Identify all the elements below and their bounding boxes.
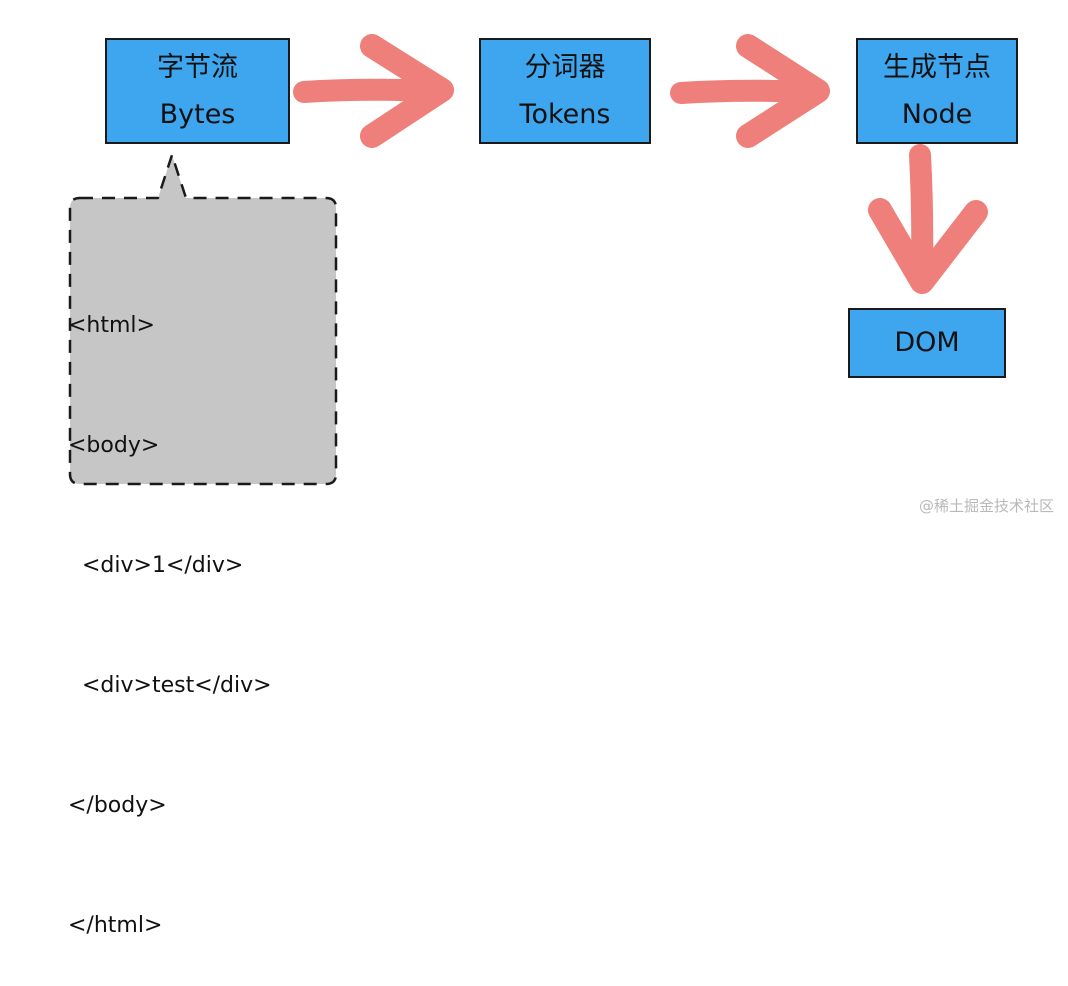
arrow-node-to-dom: [868, 144, 988, 294]
bytes-label-zh: 字节流: [157, 51, 238, 83]
tokens-label-zh: 分词器: [524, 51, 606, 83]
code-callout-text: <html> <body> <div>1</div> <div>test</di…: [68, 226, 272, 986]
code-line: <body>: [68, 433, 160, 458]
bytes-box: 字节流 Bytes: [105, 38, 290, 144]
code-line: <div>test</div>: [68, 673, 272, 698]
diagram-graphics: [68, 34, 988, 486]
code-line: </body>: [68, 793, 167, 818]
node-box: 生成节点 Node: [856, 38, 1018, 144]
code-callout-bubble: [68, 153, 338, 486]
node-label-en: Node: [901, 99, 973, 130]
code-line: </html>: [68, 913, 163, 938]
code-line: <html>: [68, 313, 155, 338]
node-label-zh: 生成节点: [883, 51, 991, 83]
arrow-tokens-to-node: [670, 34, 830, 148]
bytes-label-en: Bytes: [159, 99, 236, 130]
code-line: <div>1</div>: [68, 553, 244, 578]
arrow-bytes-to-tokens: [293, 34, 454, 148]
dom-box: DOM: [848, 308, 1006, 378]
tokens-box: 分词器 Tokens: [479, 38, 651, 144]
tokens-label-en: Tokens: [519, 99, 611, 130]
dom-label: DOM: [894, 327, 960, 359]
watermark: @稀土掘金技术社区: [918, 497, 1054, 515]
